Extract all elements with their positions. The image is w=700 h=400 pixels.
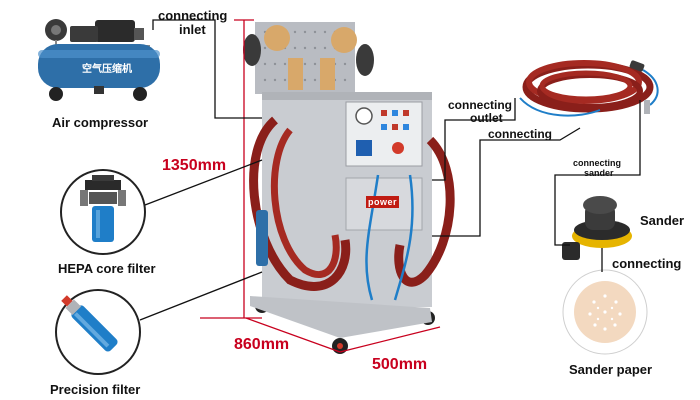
hose-coil-image — [519, 60, 659, 117]
hepa-filter-image — [60, 169, 146, 255]
label-hepa-filter: HEPA core filter — [58, 261, 156, 276]
leader-lines — [139, 19, 641, 321]
label-connecting-sander-1: connecting — [573, 158, 622, 168]
label-precision-filter: Precision filter — [50, 382, 141, 397]
dimension-height: 1350mm — [162, 157, 227, 174]
label-air-compressor: Air compressor — [52, 115, 149, 130]
label-connecting-outlet-1: connecting — [448, 98, 513, 112]
dimension-depth: 860mm — [234, 336, 290, 353]
precision-filter-image — [55, 289, 141, 375]
label-sander-paper: Sander paper — [569, 362, 653, 377]
label-connecting-inlet-2: inlet — [179, 22, 206, 37]
label-connecting-outlet-2: outlet — [470, 111, 503, 125]
dimension-width: 500mm — [372, 356, 428, 373]
label-connecting-mid: connecting — [488, 127, 553, 141]
air-compressor-image — [38, 19, 160, 101]
label-sander: Sander — [640, 213, 685, 228]
label-connecting-inlet-1: connecting — [158, 8, 228, 23]
machine-logo-text: power — [366, 196, 400, 208]
extractor-machine-image — [243, 22, 455, 354]
sander-paper-image — [562, 269, 648, 355]
sander-image — [562, 196, 632, 260]
compressor-logo-text: 空气压缩机 — [82, 64, 132, 75]
dimension-lines — [200, 19, 441, 353]
label-connecting-paper: connecting — [612, 256, 682, 271]
label-connecting-sander-2: sander — [584, 168, 614, 178]
